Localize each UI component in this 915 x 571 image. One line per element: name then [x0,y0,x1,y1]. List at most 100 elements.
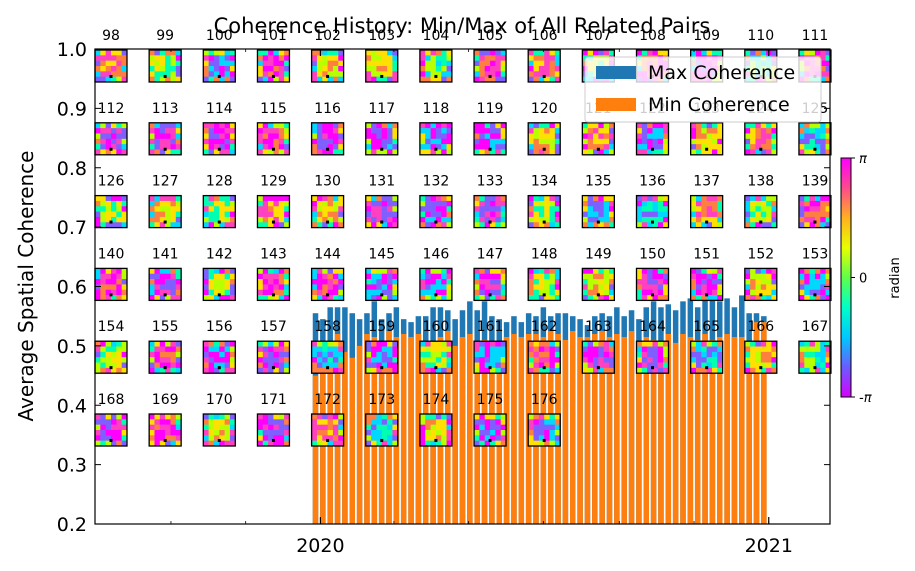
thumbnail-cell [528,128,534,134]
thumbnail-cell [544,273,550,280]
thumbnail-cell [229,284,236,291]
thumbnail-cell [111,435,117,441]
thumbnail-cell [538,367,545,374]
thumbnail-cell [798,122,805,129]
thumbnail-cell [213,211,220,218]
thumbnail-cell [338,346,344,353]
thumbnail-cell [387,367,393,374]
thumbnail-cell [208,60,215,67]
thumbnail-cell [446,424,453,431]
thumbnail-cell [284,273,290,280]
thumbnail-cell [825,149,832,156]
thumbnail-cell [327,222,334,228]
thumbnail-cell [587,200,594,207]
thumbnail-cell [474,144,480,150]
y-tick-label: 0.2 [57,514,87,536]
thumbnail-cell [365,216,372,223]
thumbnail-cell [760,122,767,129]
thumbnail-cell [387,357,393,363]
thumbnail-cell [175,362,182,369]
thumbnail-cell [322,133,328,140]
reference-point [759,366,763,370]
thumbnail-cell [587,206,594,212]
thumbnail-cell [804,357,810,363]
thumbnail-cell [554,76,561,83]
thumbnail-cell [203,206,209,212]
thumbnail-cell [376,144,383,150]
thumbnail-cell [278,128,285,134]
thumbnail-cell [533,268,540,275]
thumbnail-cell [425,71,431,77]
thumbnail-cell [766,133,772,140]
thumbnail-cell [554,66,561,72]
thumbnail-cell [387,211,393,218]
thumbnail-cell [332,50,339,56]
thumbnail-cell [219,206,225,212]
thumbnail-cell [474,351,480,358]
thumbnail-frame [148,122,182,156]
thumbnail-cell [229,55,236,61]
thumbnail-cell [116,149,122,156]
thumbnail-cell [322,367,328,374]
thumbnail-cell [262,206,269,212]
thumbnail-cell [663,295,669,301]
thumbnail-cell [771,216,778,223]
thumbnail-cell [392,351,399,358]
thumbnail-cell [479,341,486,347]
thumbnail-cell [825,76,832,83]
thumbnail-cell [425,211,431,218]
thumbnail-frame [690,340,724,374]
thumbnail-cell [744,284,751,291]
thumbnail-cell [284,222,290,228]
thumbnail-cell [528,289,534,296]
thumbnail-cell [154,273,161,280]
thumbnail-cell [798,295,805,301]
thumbnail-cell [750,149,756,156]
thumbnail-151: 151 [690,246,724,302]
thumbnail-cell [327,122,334,129]
thumbnail-cell [825,206,832,212]
thumbnail-cell [376,122,383,129]
thumbnail-cell [365,50,372,56]
thumbnail-cell [582,206,588,212]
thumbnail-cell [154,440,161,447]
thumbnail-cell [159,279,166,285]
thumbnail-cell [598,50,604,56]
thumbnail-cell [706,122,713,129]
thumbnail-cell [170,60,177,67]
thumbnail-cell [425,284,431,291]
thumbnail-cell [825,367,832,374]
thumbnail-cell [500,144,507,150]
thumbnail-cell [528,60,534,67]
thumbnail-cell [268,357,274,363]
thumbnail-cell [419,66,426,72]
thumbnail-cell [701,222,707,228]
thumbnail-cell [229,440,236,447]
thumbnail-cell [474,50,480,56]
thumbnail-cell [273,211,280,218]
thumbnail-cell [652,362,659,369]
reference-point [542,220,546,224]
thumbnail-cell [804,206,810,212]
thumbnail-cell [717,122,723,129]
thumbnail-cell [322,424,328,431]
thumbnail-152: 152 [744,246,778,302]
thumbnail-cell [587,357,594,363]
thumbnail-cell [111,414,117,420]
thumbnail-cell [381,414,388,420]
thumbnail-cell [425,289,431,296]
thumbnail-cell [311,284,318,291]
thumbnail-cell [371,414,377,420]
thumbnail-cell [100,351,106,358]
thumbnail-cell [484,289,491,296]
thumbnail-cell [554,284,561,291]
thumbnail-cell [327,76,334,83]
thumbnail-cell [435,60,442,67]
thumbnail-cell [311,216,318,223]
thumbnail-cell [273,138,280,145]
thumbnail-cell [203,149,209,156]
thumbnail-cell [338,195,344,202]
thumbnail-cell [95,430,101,436]
thumbnail-cell [316,138,323,145]
thumbnail-cell [587,284,594,291]
